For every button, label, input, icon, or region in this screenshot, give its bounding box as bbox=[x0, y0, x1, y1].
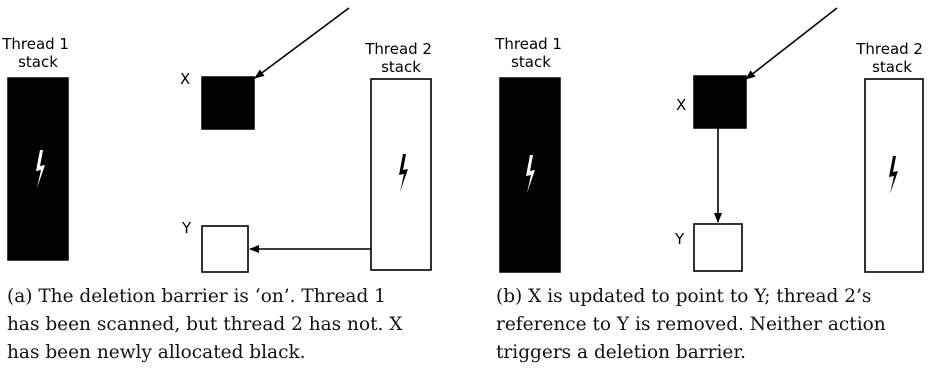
caption-a: (a) The deletion barrier is ‘on’. Thread… bbox=[7, 283, 447, 367]
object-x-a bbox=[201, 76, 255, 130]
caption-a-line: has been scanned, but thread 2 has not. … bbox=[7, 314, 403, 335]
incoming-pointer-arrow-a bbox=[254, 7, 350, 79]
caption-b-line: reference to Y is removed. Neither actio… bbox=[496, 314, 886, 335]
thread1-stack-label-a: Thread 1 stack bbox=[1, 35, 74, 71]
object-y-b bbox=[693, 223, 743, 272]
thread1-stack-label-b: Thread 1 stack bbox=[494, 35, 567, 71]
caption-b-line: (b) X is updated to point to Y; thread 2… bbox=[496, 286, 872, 307]
object-y-label-b: Y bbox=[674, 230, 685, 248]
caption-b-line: triggers a deletion barrier. bbox=[496, 342, 747, 363]
object-x-b bbox=[693, 75, 747, 129]
panel-b: Thread 1 stack X Y Thread 2 stack bbox=[494, 7, 928, 273]
thread2-stack-label-b: Thread 2 stack bbox=[855, 40, 928, 76]
caption-a-line: (a) The deletion barrier is ‘on’. Thread… bbox=[7, 286, 386, 307]
object-y-label-a: Y bbox=[181, 219, 192, 237]
object-x-label-a: X bbox=[180, 70, 190, 88]
incoming-pointer-arrow-b bbox=[745, 7, 838, 80]
object-y-a bbox=[201, 225, 249, 273]
thread2-stack-label-a: Thread 2 stack bbox=[364, 40, 437, 76]
panel-a: Thread 1 stack X Y Thread 2 stack bbox=[1, 7, 437, 273]
caption-b: (b) X is updated to point to Y; thread 2… bbox=[496, 283, 936, 367]
object-x-label-b: X bbox=[676, 96, 686, 114]
caption-a-line: has been newly allocated black. bbox=[7, 342, 306, 363]
